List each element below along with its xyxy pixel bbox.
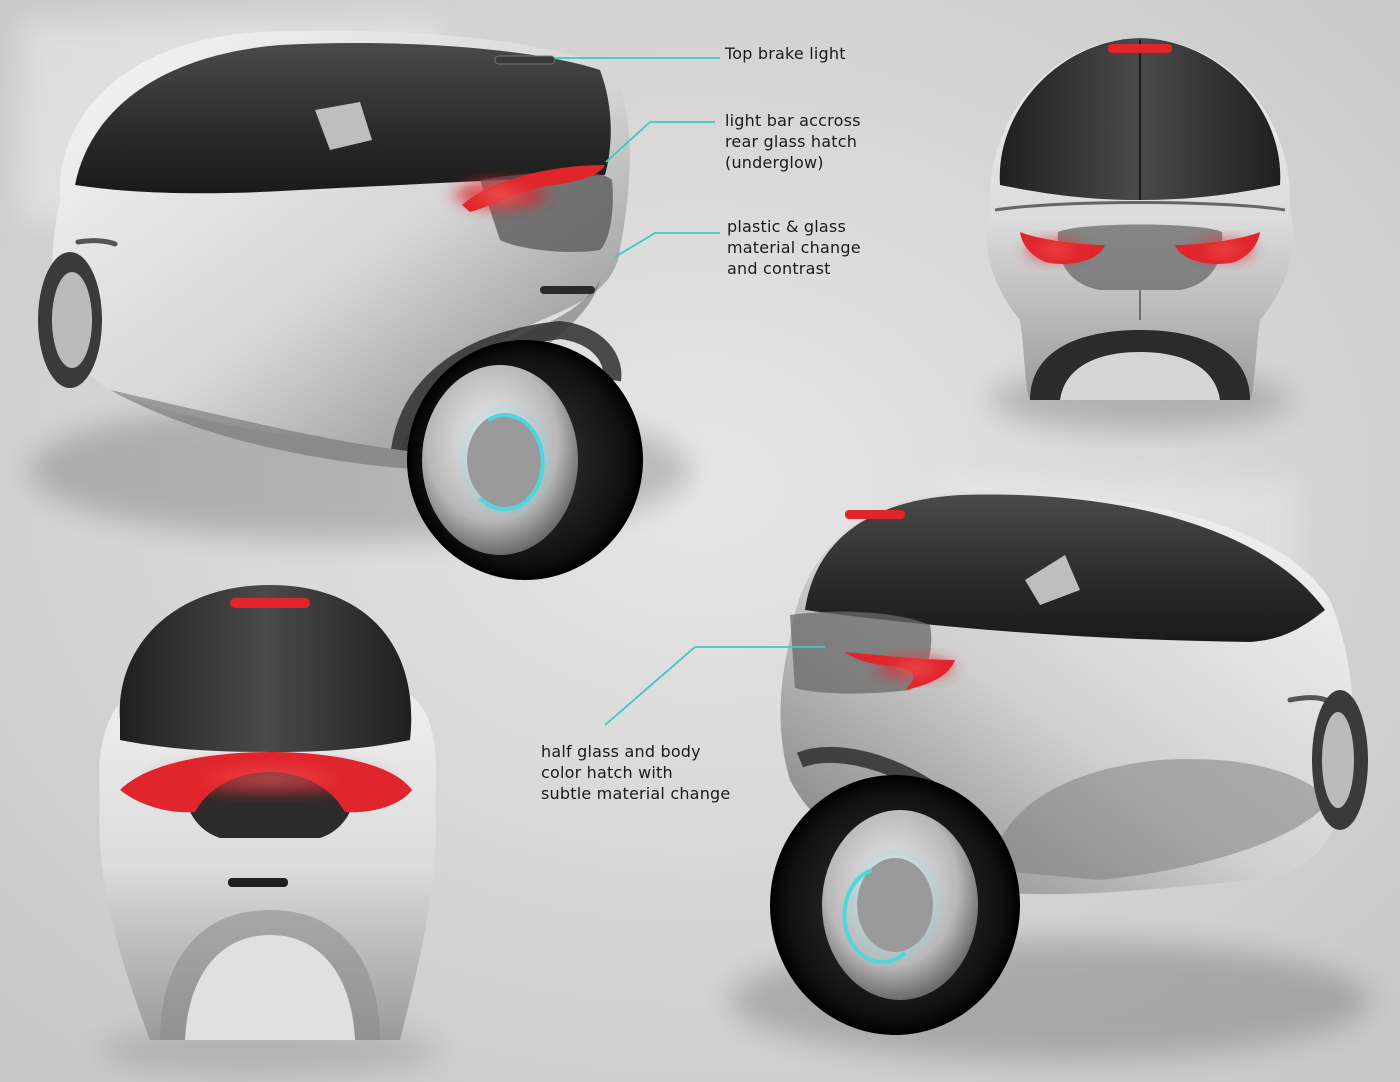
leader-line-light-bar — [605, 121, 715, 163]
annotation-top-brake-light: Top brake light — [725, 44, 846, 63]
rear-three-quarter-right-view — [730, 491, 1370, 1060]
rear-view-top-right — [986, 38, 1294, 430]
rear-three-quarter-left-view — [30, 30, 690, 580]
annotation-light-bar: light bar accross rear glass hatch (unde… — [725, 111, 861, 172]
annotation-leader-lines — [555, 57, 825, 726]
rear-view-bottom-left — [99, 585, 440, 1075]
annotation-half-glass: half glass and body color hatch with sub… — [541, 742, 731, 803]
annotation-material-change: plastic & glass material change and cont… — [727, 217, 861, 278]
leader-line-material-change — [614, 232, 720, 258]
leader-line-half-glass — [604, 646, 825, 726]
